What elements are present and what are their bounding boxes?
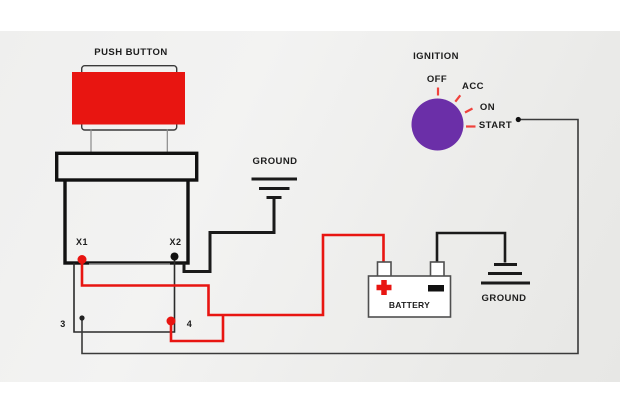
ignition-label: IGNITION (413, 50, 459, 62)
ground-right-symbol (481, 263, 530, 285)
ground-right-label: GROUND (481, 293, 527, 304)
ignition-position-acc: ACC (462, 80, 484, 92)
push-button-label: PUSH BUTTON (94, 47, 168, 58)
wire-x2-loop (73, 257, 176, 333)
red-wires (80, 233, 385, 343)
black-wires (73, 118, 579, 355)
ground-left-label: GROUND (252, 156, 298, 167)
wire-x1-to-battery-pos (80, 233, 385, 317)
ignition-position-on: ON (479, 102, 496, 113)
battery-symbol (367, 261, 452, 318)
terminal-x2-dot (170, 252, 179, 261)
battery-label: BATTERY (388, 300, 431, 310)
terminal-3-label: 3 (60, 319, 66, 329)
wire-terminal4-to-bus (169, 315, 225, 343)
ignition-switch-symbol (411, 87, 476, 151)
wire-x2-to-ground (182, 198, 276, 273)
terminal-4-label: 4 (186, 319, 193, 329)
push-button-symbol (55, 64, 199, 265)
terminal-3-dot (79, 315, 85, 321)
ignition-position-off: OFF (426, 74, 448, 85)
battery-minus-icon (428, 285, 444, 292)
battery-plus-icon (376, 280, 392, 295)
terminal-4-dot (166, 316, 176, 326)
ground-left-symbol (251, 177, 297, 199)
ignition-knob (411, 98, 464, 151)
terminal-x1-dot (77, 255, 87, 264)
battery-body (367, 275, 452, 318)
ignition-position-ticks (436, 87, 476, 128)
start-wire-dot (515, 116, 521, 123)
push-button-flange (55, 151, 199, 182)
ignition-position-start: START (478, 120, 513, 131)
terminal-x1-label: X1 (76, 237, 88, 247)
battery-neg-post (429, 261, 445, 278)
wire-battery-neg-to-ground (435, 231, 507, 263)
push-button-cap (72, 72, 185, 125)
wire-terminal3-to-start (81, 118, 579, 355)
battery-pos-post (376, 261, 392, 278)
terminal-x2-label: X2 (169, 237, 182, 247)
